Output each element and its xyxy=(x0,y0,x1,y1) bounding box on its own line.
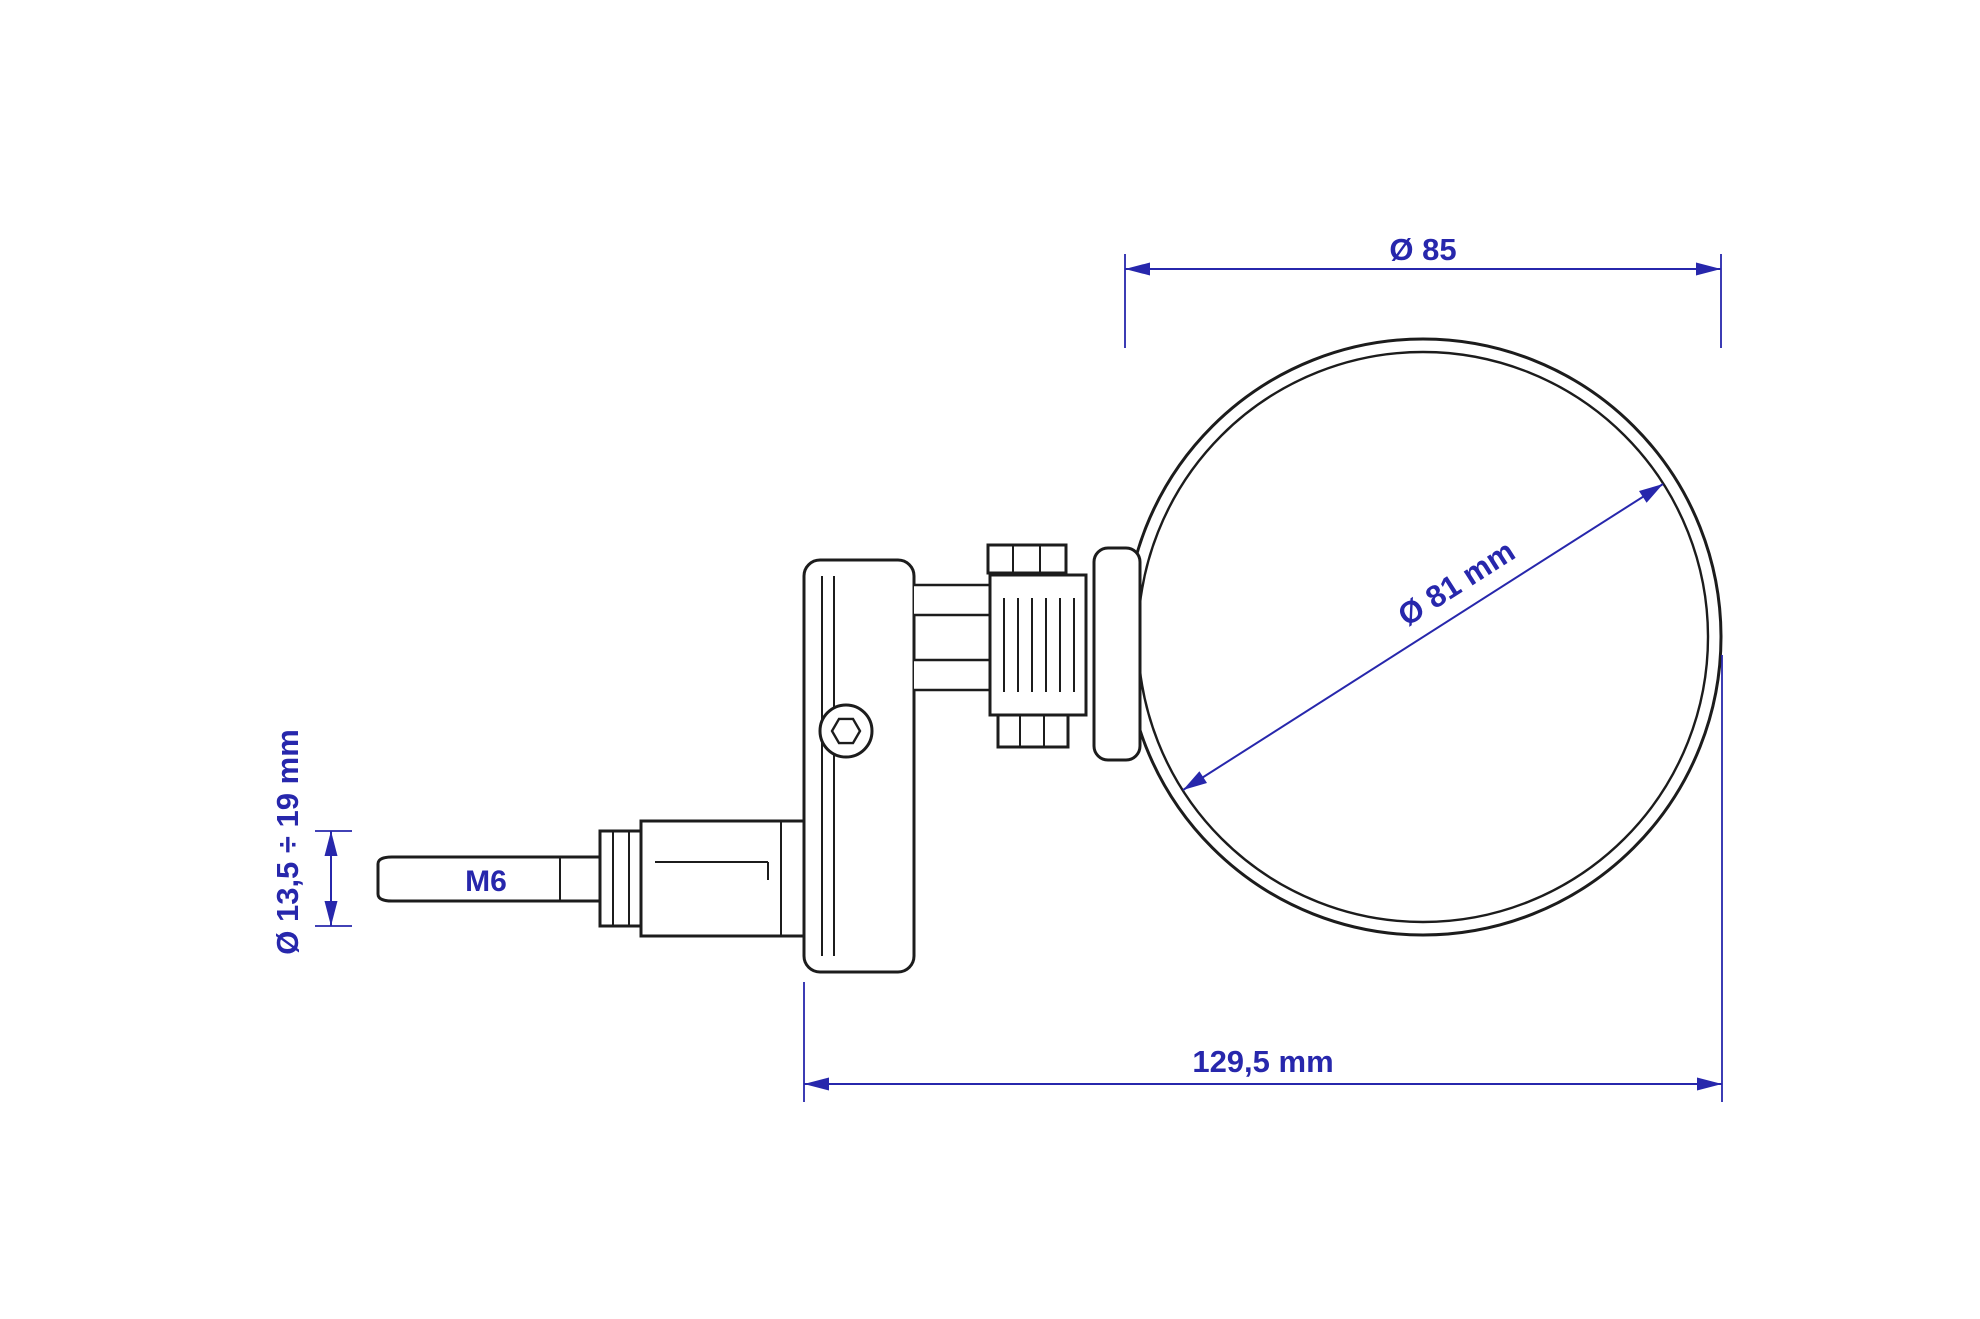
dimension-bottom: 129,5 mm xyxy=(803,655,1723,1102)
hinge-arm-lower xyxy=(914,658,1002,692)
dimension-top: Ø 85 xyxy=(1124,232,1722,348)
hinge-assembly xyxy=(914,543,1142,762)
hex-socket-icon xyxy=(830,717,862,745)
stem-flange xyxy=(598,829,643,928)
thread-size-label: M6 xyxy=(465,865,507,898)
arrow-up-icon xyxy=(324,831,338,856)
hinge-pivot-block xyxy=(988,573,1088,717)
arrow-lower-left-icon xyxy=(1183,771,1207,790)
threaded-stem xyxy=(376,855,600,903)
clamp-body xyxy=(802,558,916,974)
arrow-left-icon xyxy=(804,1077,829,1091)
dimension-diagonal: Ø 81 mm xyxy=(1182,483,1664,791)
arrow-upper-right-icon xyxy=(1639,484,1663,503)
hinge-serrations xyxy=(1003,598,1075,692)
arrow-right-icon xyxy=(1697,1077,1722,1091)
hinge-nut xyxy=(996,713,1070,749)
arrow-left-icon xyxy=(1125,262,1150,276)
mirror-bracket xyxy=(1092,546,1142,762)
dim-bottom-label: 129,5 mm xyxy=(1192,1044,1333,1079)
arrow-right-icon xyxy=(1696,262,1721,276)
dim-diagonal-label: Ø 81 mm xyxy=(1392,533,1521,633)
pivot-screw xyxy=(818,703,874,759)
dimension-left: Ø 13,5 ÷ 19 mm xyxy=(270,729,352,955)
dim-left-label: Ø 13,5 ÷ 19 mm xyxy=(270,729,305,955)
arrow-down-icon xyxy=(324,901,338,926)
dim-top-label: Ø 85 xyxy=(1389,232,1456,267)
hinge-bolt xyxy=(986,543,1068,575)
expander-sleeve xyxy=(639,819,806,938)
hinge-arm-upper xyxy=(914,583,1002,617)
